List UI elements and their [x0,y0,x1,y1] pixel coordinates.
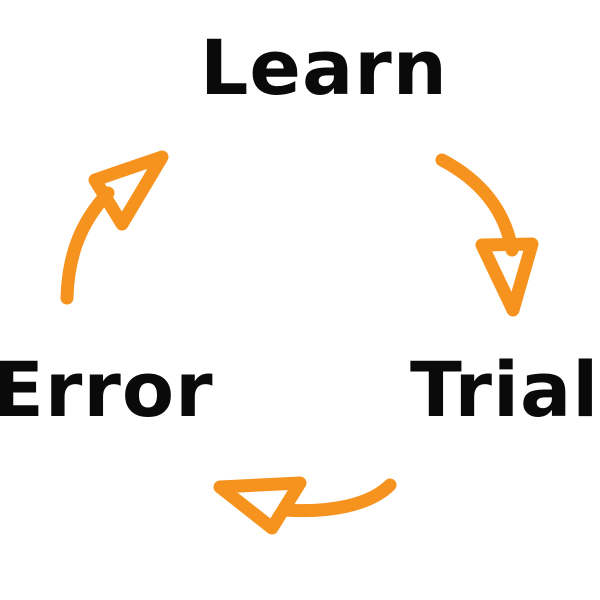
arrow-trial-to-error [213,476,397,535]
arrow-shaft-trial-to-error [278,478,397,518]
arrow-head-trial-to-error [213,476,307,535]
node-trial: Trial [410,345,600,434]
arrow-shaft-learn-to-trial [435,153,519,257]
arrow-head-error-to-learn [88,150,169,231]
node-error: Error [0,345,214,434]
arrow-learn-to-trial [435,153,539,317]
node-learn: Learn [200,23,448,112]
arrow-shaft-error-to-learn [60,186,115,305]
arrow-head-learn-to-trial [475,237,539,317]
arrow-error-to-learn [60,150,169,305]
